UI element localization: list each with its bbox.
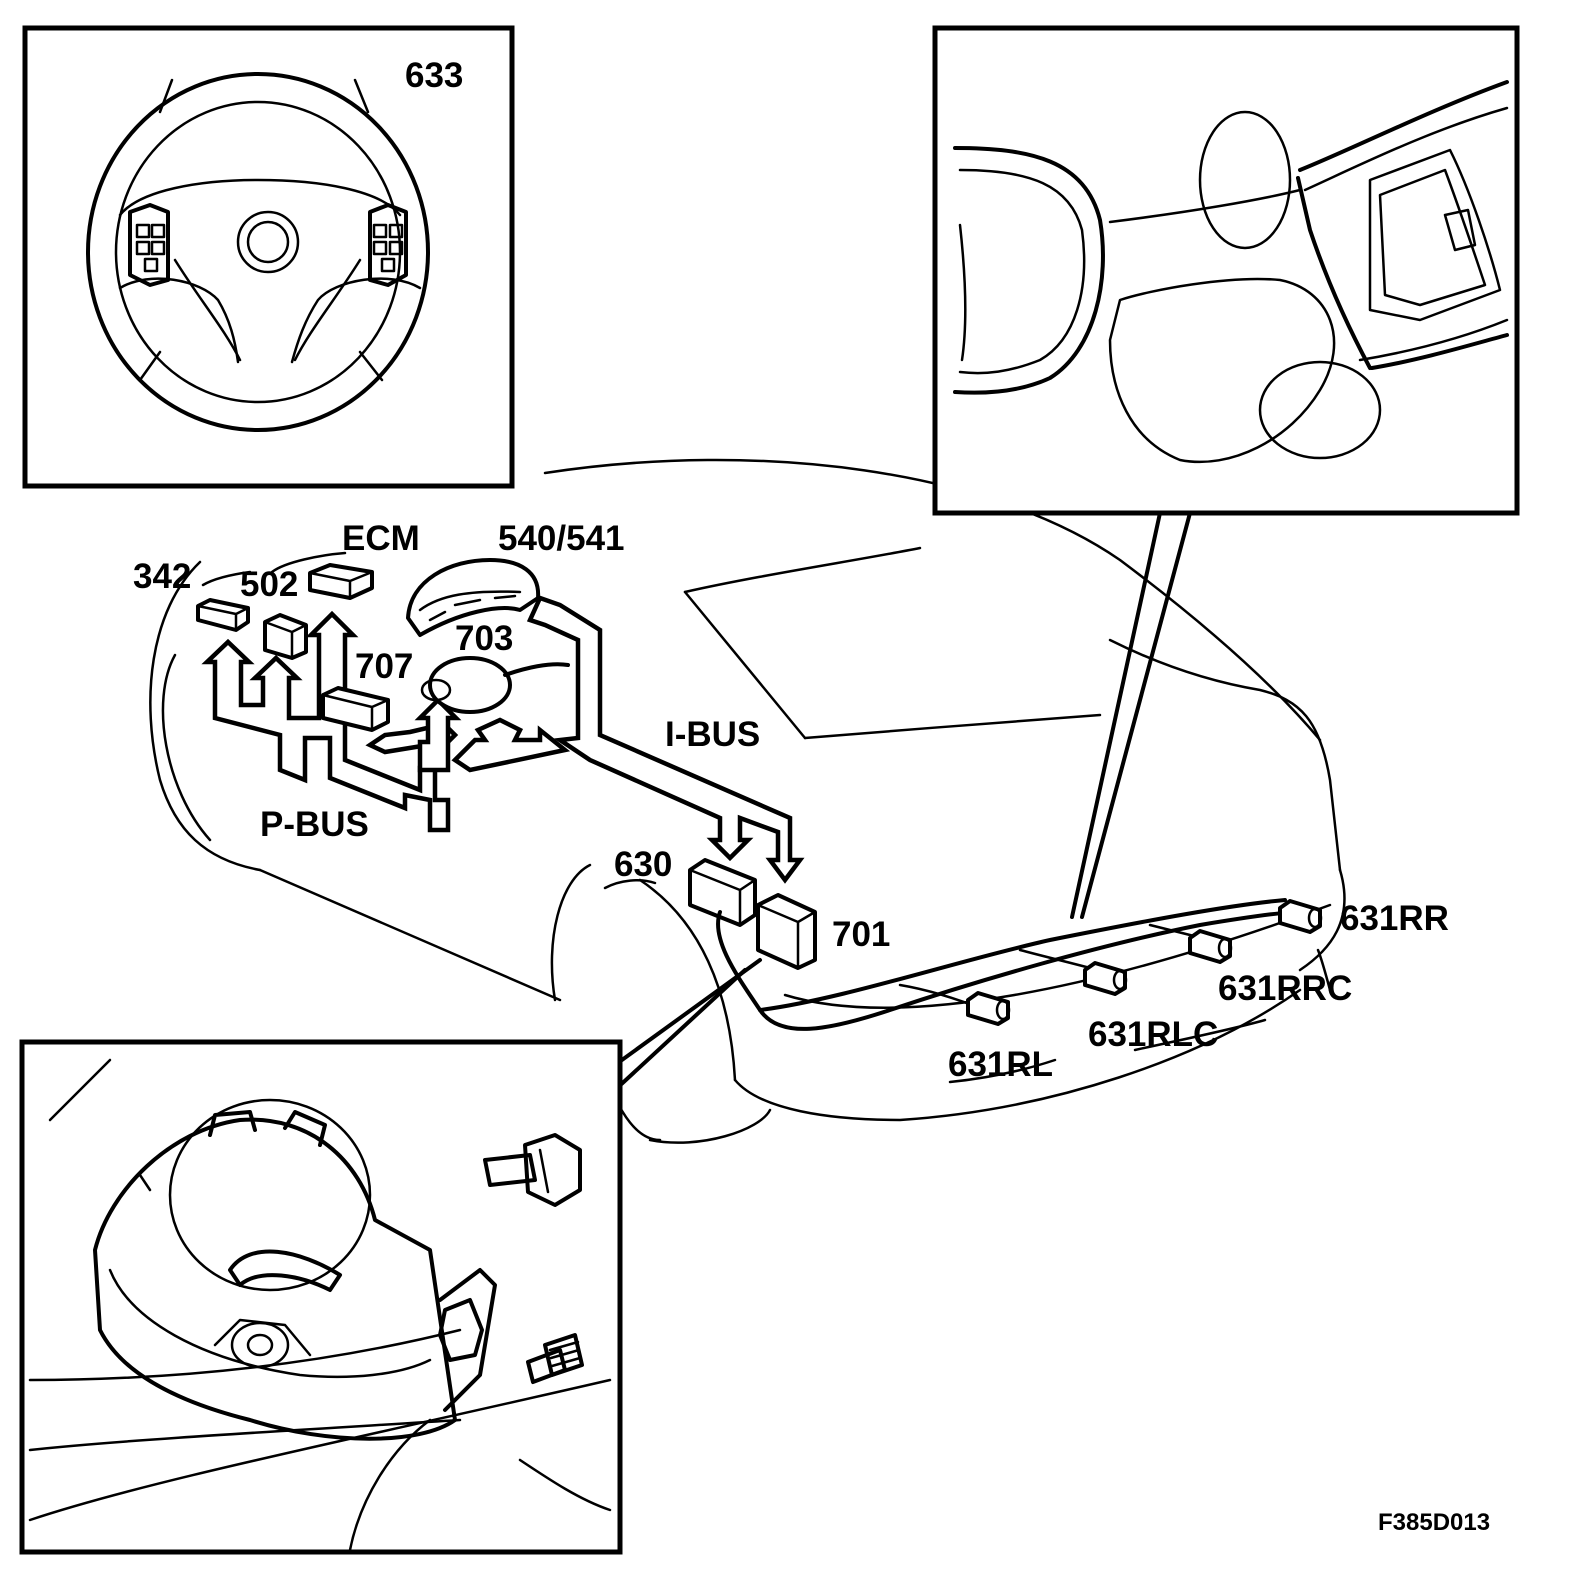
module-342-label: 342	[133, 557, 191, 596]
connector-housing-icon	[93, 1098, 457, 1441]
module-701-box	[756, 893, 817, 970]
sensor-631rl-icon	[966, 991, 1011, 1026]
parking-sensors	[966, 899, 1323, 1026]
labels: ECM 540/541 342 502 707 703 I-BUS P-BUS …	[133, 519, 1490, 1536]
instrument-cluster-label: 540/541	[498, 519, 625, 558]
rear-sensor-detail-inset	[932, 25, 1520, 516]
module-630-label: 630	[614, 845, 672, 884]
figure-id-label: F385D013	[1378, 1509, 1490, 1536]
module-707-label: 707	[355, 647, 413, 686]
sensor-631rlc-label: 631RLC	[1088, 1015, 1218, 1054]
module-703-icon	[420, 656, 570, 714]
module-502-box	[263, 613, 308, 660]
sensor-631rl-label: 631RL	[948, 1045, 1053, 1084]
right-steering-switch-icon	[368, 203, 408, 287]
i-bus-wiring	[526, 595, 805, 884]
sensor-631rr-label: 631RR	[1340, 899, 1449, 938]
bolt-icon	[483, 1133, 582, 1207]
sensor-631rr-icon	[1278, 899, 1323, 934]
module-502-label: 502	[240, 565, 298, 604]
module-701-label: 701	[832, 915, 890, 954]
p-bus-wiring	[201, 610, 571, 833]
left-steering-switch-icon	[128, 203, 170, 287]
sensor-631rrc-icon	[1188, 929, 1233, 964]
i-bus-label: I-BUS	[665, 715, 760, 754]
module-703-label: 703	[455, 619, 513, 658]
p-bus-label: P-BUS	[260, 805, 369, 844]
steering-wheel-icon	[86, 72, 430, 432]
ecm-label: ECM	[342, 519, 420, 558]
module-630-box	[688, 858, 757, 927]
steering-wheel-inset: 633	[22, 25, 515, 489]
sensor-631rrc-label: 631RRC	[1218, 969, 1352, 1008]
instrument-cluster-icon	[406, 558, 541, 637]
modules	[196, 558, 817, 970]
module-342-box	[196, 598, 250, 632]
label-leaders	[201, 551, 1332, 1084]
bracket-icon	[438, 1268, 497, 1412]
stud-icon	[526, 1333, 584, 1384]
module-630-mount-inset	[19, 1039, 623, 1555]
ecm-module-box	[308, 563, 374, 600]
steering-wheel-label: 633	[405, 56, 463, 95]
car-outline	[149, 458, 1346, 1144]
detail-pointer-bottom	[613, 958, 762, 1092]
sensor-631rlc-icon	[1083, 961, 1128, 996]
detail-pointer-top	[1070, 511, 1192, 919]
